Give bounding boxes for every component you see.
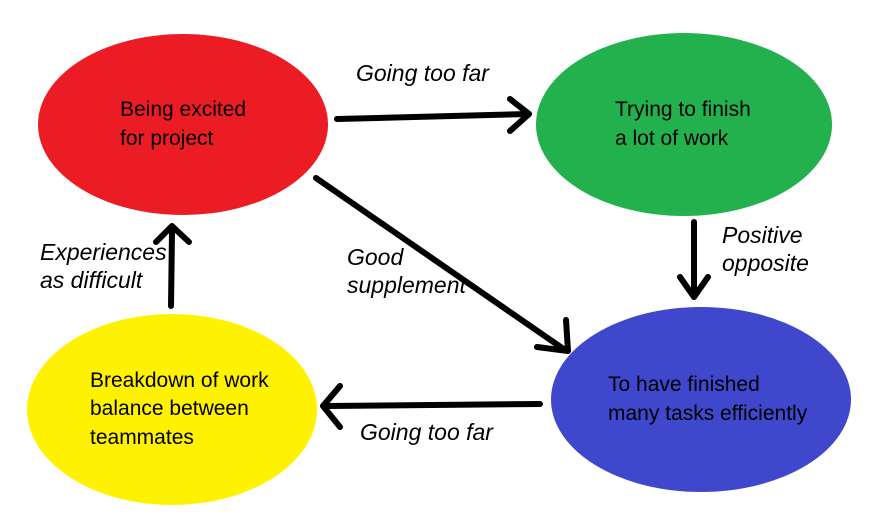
edge-label-good-supplement: Good supplement [347,244,466,298]
arrow-excited-to-trying [334,96,532,134]
node-finished-tasks-label: To have finished many tasks efficiently [608,373,808,425]
edge-label-positive-opposite: Positive opposite [722,222,809,276]
node-being-excited-label: Being excited for project [120,98,247,150]
edge-label-going-too-far-bottom: Going too far [360,419,493,445]
edge-label-experiences-as-difficult: Experiences as difficult [40,239,167,293]
edge-label-going-too-far-top: Going too far [356,60,489,86]
node-trying-to-finish: Trying to finish a lot of work [536,33,832,216]
node-being-excited: Being excited for project [38,34,328,215]
arrow-trying-to-finished [677,219,711,300]
node-trying-to-finish-label: Trying to finish a lot of work [615,98,751,150]
node-work-balance-label: Breakdown of work balance between teamma… [90,368,269,449]
node-finished-tasks: To have finished many tasks efficiently [551,307,851,492]
node-work-balance: Breakdown of work balance between teamma… [27,314,317,505]
